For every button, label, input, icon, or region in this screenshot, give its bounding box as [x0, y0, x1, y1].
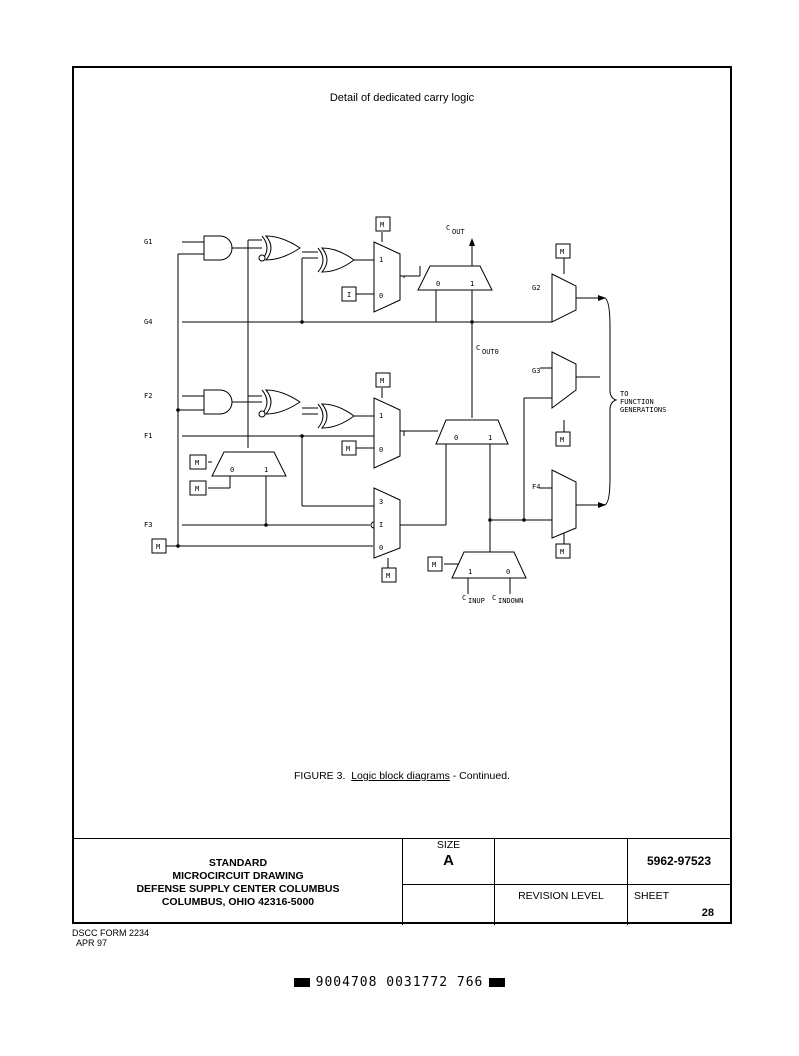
- mem-label: M: [560, 548, 564, 556]
- mux-lower: [373, 487, 401, 559]
- mem-label: M: [380, 221, 384, 229]
- xor-gate-upper-1: [264, 235, 301, 261]
- to-function-line1: TO: [620, 390, 628, 398]
- title-block-blank: [402, 884, 494, 925]
- drawing-number: 5962-97523: [627, 839, 730, 884]
- mux-input-label: I: [379, 521, 383, 529]
- cin-down-label: C: [492, 594, 496, 602]
- mem-label: M: [560, 248, 564, 256]
- output-label-g3: G3: [532, 367, 540, 375]
- cout0-mux: [435, 419, 509, 445]
- sheet-number: 28: [701, 907, 714, 919]
- cout-label: C: [446, 224, 450, 232]
- mem-box: [189, 454, 207, 470]
- title-block: STANDARD MICROCIRCUIT DRAWING DEFENSE SU…: [74, 838, 730, 925]
- sheet-cell: SHEET 28: [627, 884, 730, 925]
- barcode-block-icon: [293, 978, 310, 987]
- title-block-standard: STANDARD MICROCIRCUIT DRAWING DEFENSE SU…: [136, 857, 340, 908]
- i-box: [341, 286, 357, 302]
- mux-input-label: 0: [436, 280, 440, 288]
- mux-input-label: 1: [264, 466, 268, 474]
- title-block-size: SIZE A: [402, 839, 494, 884]
- mem-box: [381, 567, 397, 583]
- i-box-label: I: [347, 291, 351, 299]
- mem-label: M: [156, 543, 160, 551]
- and-gate-upper: [203, 235, 233, 261]
- mem-box: [189, 480, 207, 496]
- mem-box: [341, 440, 357, 456]
- mux-input-label: 1: [488, 434, 492, 442]
- input-label-f1: F1: [144, 432, 152, 440]
- and-gate-lower: [203, 389, 233, 415]
- revision-level: REVISION LEVEL: [494, 884, 627, 925]
- mux-f4: [551, 469, 577, 539]
- mux-input-label: 0: [379, 544, 383, 552]
- input-label-f3: F3: [144, 521, 152, 529]
- input-label-g4: G4: [144, 318, 152, 326]
- mem-box: [555, 543, 571, 559]
- mux-input-label: 0: [506, 568, 510, 576]
- mux-g3: [551, 351, 577, 409]
- drawing-frame: Detail of dedicated carry logic: [72, 66, 732, 925]
- title-block-blank: [494, 839, 627, 884]
- mux-input-label: 1: [379, 412, 383, 420]
- mem-label: M: [346, 445, 350, 453]
- mem-label: M: [380, 377, 384, 385]
- form-number: DSCC FORM 2234 APR 97: [72, 928, 150, 948]
- mux-input-label: 3: [379, 498, 383, 506]
- cout-sub: OUT: [452, 228, 465, 236]
- cin-mux: [451, 551, 527, 579]
- output-label-g2: G2: [532, 284, 540, 292]
- figure-caption: FIGURE 3. Logic block diagrams - Continu…: [294, 770, 510, 782]
- f-mux: [211, 451, 287, 477]
- mem-box: [375, 372, 391, 388]
- xor-gate-lower-2: [320, 403, 355, 429]
- mux-upper: [373, 241, 401, 313]
- barcode-line: 9004708 0031772 766: [0, 975, 799, 990]
- cin-up-sub: INUP: [468, 597, 485, 605]
- cin-down-sub: INDOWN: [498, 597, 523, 605]
- cout0-sub: OUT0: [482, 348, 499, 356]
- mem-label: M: [195, 459, 199, 467]
- input-label-g1: G1: [144, 238, 152, 246]
- output-label-f4: F4: [532, 483, 540, 491]
- mux-input-label: 0: [454, 434, 458, 442]
- figure-title: Detail of dedicated carry logic: [329, 92, 475, 104]
- to-function-line3: GENERATIONS: [620, 406, 666, 414]
- mem-label: M: [195, 485, 199, 493]
- xor-gate-lower-1: [264, 389, 301, 415]
- mux-g2: [551, 273, 577, 323]
- mux-middle: [373, 397, 401, 469]
- mem-box: [555, 243, 571, 259]
- mux-input-label: 0: [379, 292, 383, 300]
- cin-up-label: C: [462, 594, 466, 602]
- mux-input-label: 0: [230, 466, 234, 474]
- carry-logic-diagram: G1 G4 F2 F1 F3 M M M M M M M M M M M I 1…: [144, 216, 666, 605]
- mem-box: [375, 216, 391, 232]
- cout-mux: [417, 265, 493, 291]
- mem-box: [151, 538, 167, 554]
- xor-gate-upper-2: [320, 247, 355, 273]
- cout0-label: C: [476, 344, 480, 352]
- mux-input-label: 1: [468, 568, 472, 576]
- mem-label: M: [432, 561, 436, 569]
- to-function-line2: FUNCTION: [620, 398, 654, 406]
- mem-box: [427, 556, 443, 572]
- mem-label: M: [386, 572, 390, 580]
- mux-input-label: 0: [379, 446, 383, 454]
- mux-input-label: 1: [470, 280, 474, 288]
- mux-input-label: 1: [379, 256, 383, 264]
- input-label-f2: F2: [144, 392, 152, 400]
- mem-box: [555, 431, 571, 447]
- barcode-block-icon: [489, 978, 506, 987]
- mem-label: M: [560, 436, 564, 444]
- caption-link[interactable]: Logic block diagrams: [351, 770, 450, 782]
